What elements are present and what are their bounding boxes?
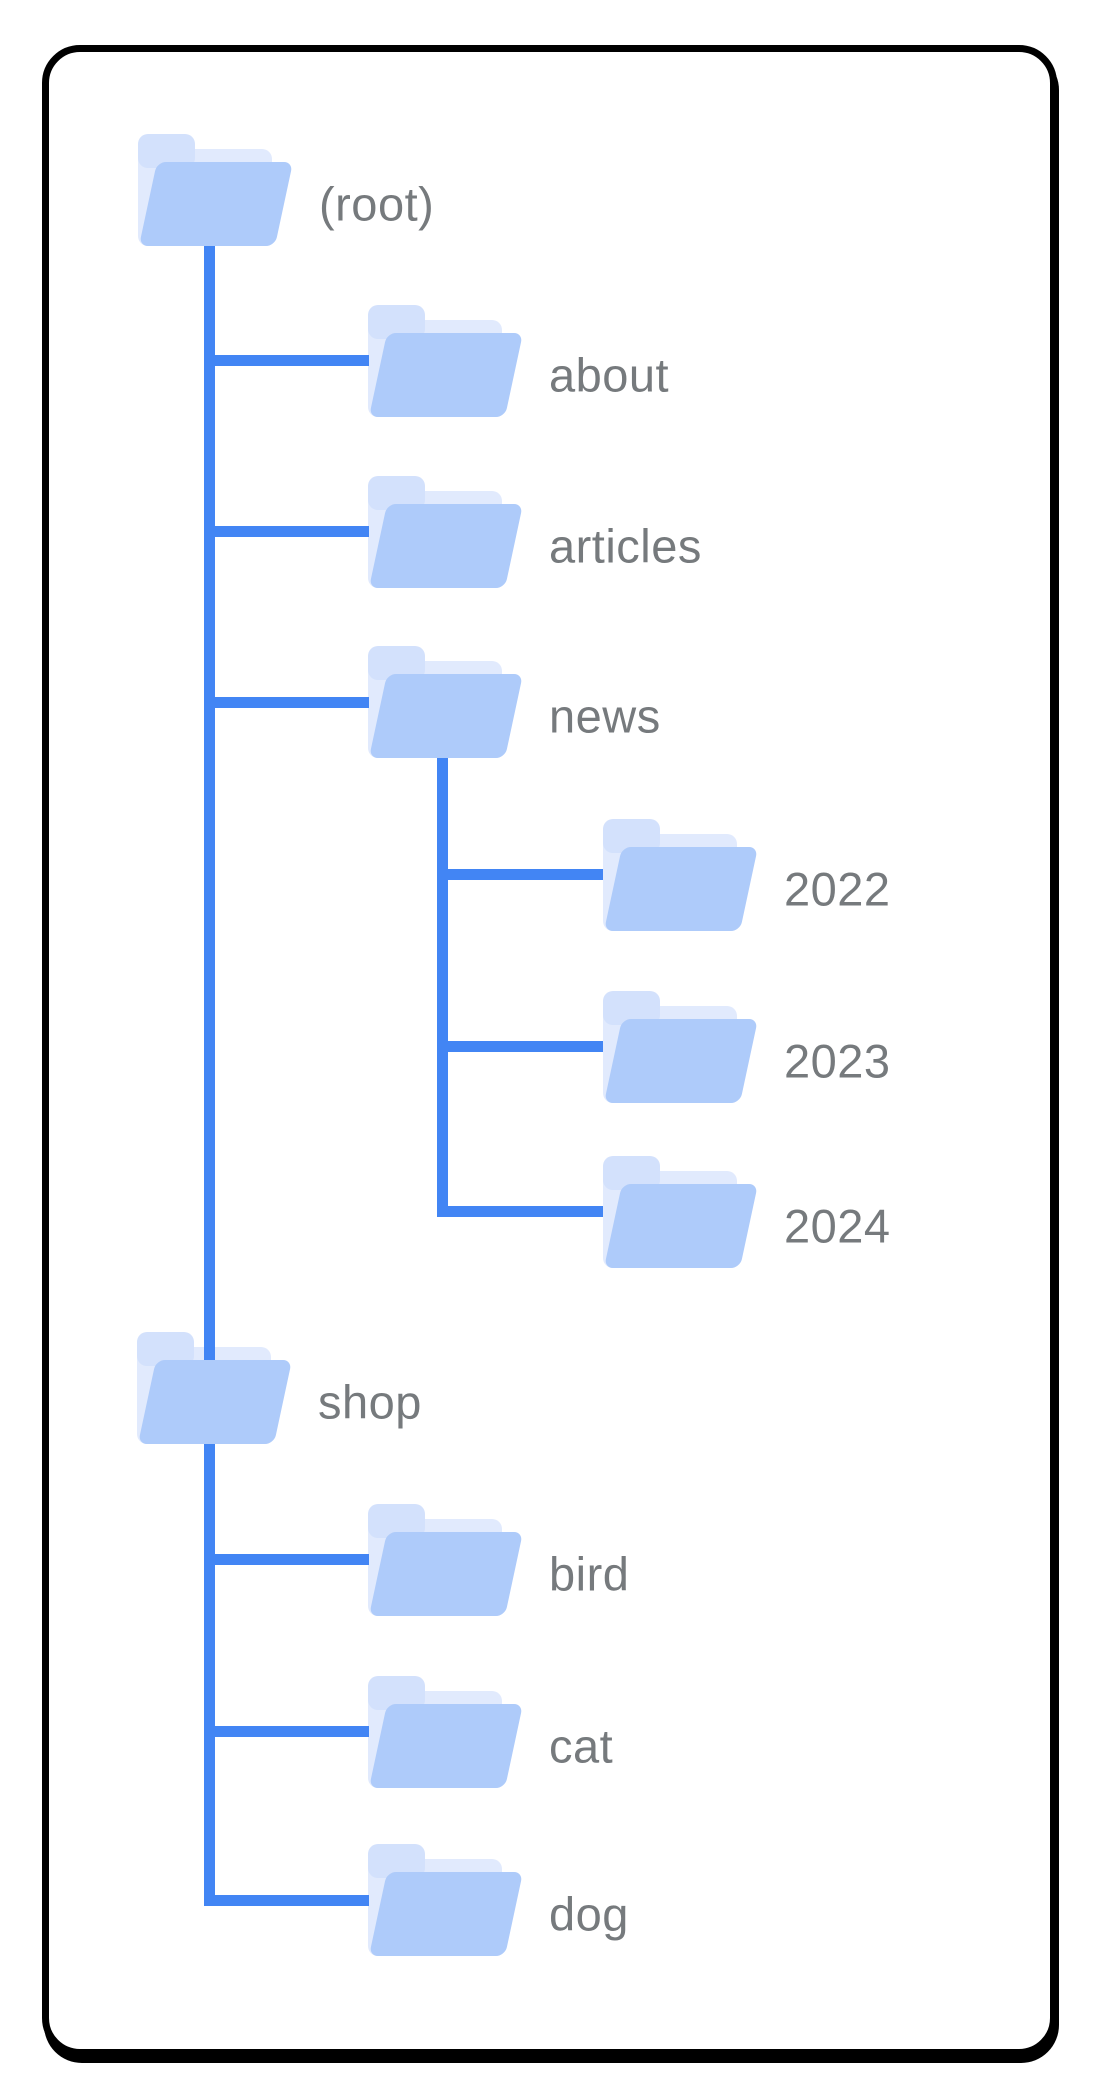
folder-label: 2024 [784, 1199, 891, 1253]
tree-line-branch-about [204, 355, 369, 366]
folder-label: news [549, 689, 661, 743]
tree-node-articles: articles [368, 476, 701, 588]
tree-node-2023: 2023 [603, 991, 890, 1103]
tree-node-shop: shop [137, 1332, 421, 1444]
folder-icon [603, 1184, 758, 1268]
folder-icon [137, 1360, 292, 1444]
tree-line-branch-dog [204, 1895, 369, 1906]
folder-icon [603, 1019, 758, 1103]
tree-line-branch-2024 [437, 1206, 603, 1217]
tree-line-branch-articles [204, 526, 369, 537]
folder-icon [603, 847, 758, 931]
folder-label: (root) [319, 177, 435, 231]
folder-icon [368, 504, 523, 588]
tree-line-branch-cat [204, 1726, 369, 1737]
tree-node-2022: 2022 [603, 819, 890, 931]
folder-icon [368, 1872, 523, 1956]
tree-line-branch-2023 [437, 1041, 603, 1052]
tree-line-root-trunk [204, 240, 215, 1906]
tree-line-branch-news [204, 697, 369, 708]
folder-icon [368, 674, 523, 758]
tree-node-cat: cat [368, 1676, 613, 1788]
folder-icon [368, 333, 523, 417]
folder-label: cat [549, 1719, 614, 1773]
tree-node-2024: 2024 [603, 1156, 890, 1268]
folder-icon [368, 1532, 523, 1616]
folder-label: articles [549, 519, 702, 573]
tree-node-dog: dog [368, 1844, 628, 1956]
folder-label: 2023 [784, 1034, 891, 1088]
tree-node-about: about [368, 305, 669, 417]
tree-node-news: news [368, 646, 660, 758]
folder-label: about [549, 348, 670, 402]
folder-label: dog [549, 1887, 629, 1941]
tree-line-branch-2022 [437, 869, 603, 880]
tree-line-branch-bird [204, 1554, 369, 1565]
tree-node-root: (root) [138, 134, 434, 246]
folder-label: 2022 [784, 862, 891, 916]
folder-label: shop [318, 1375, 422, 1429]
folder-icon [138, 162, 293, 246]
folder-label: bird [549, 1547, 630, 1601]
folder-icon [368, 1704, 523, 1788]
tree-line-news-trunk [437, 753, 448, 1217]
tree-node-bird: bird [368, 1504, 629, 1616]
